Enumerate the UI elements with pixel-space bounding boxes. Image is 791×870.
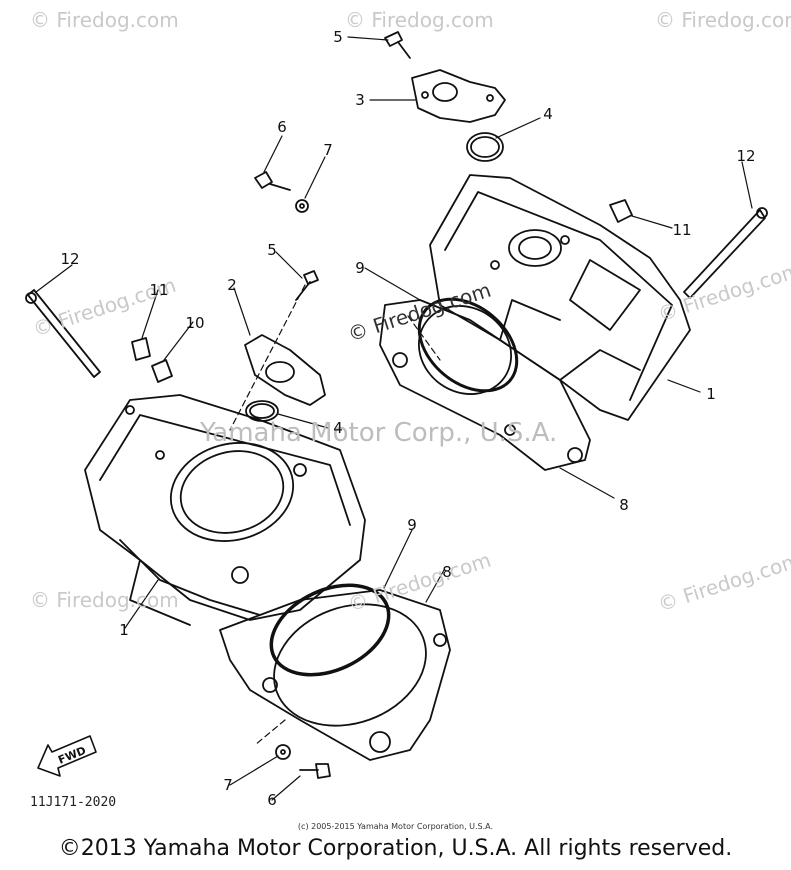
callout-5-lower: 5 bbox=[267, 241, 277, 259]
leader-lines bbox=[35, 36, 753, 801]
callout-6-upper: 6 bbox=[277, 118, 287, 136]
long-bolt-12-lower bbox=[25, 289, 101, 378]
bolt-6-upper bbox=[254, 171, 291, 191]
rear-cylinder-gasket bbox=[379, 299, 591, 471]
callout-9-lower: 9 bbox=[407, 516, 417, 534]
callout-1-lower: 1 bbox=[119, 621, 129, 639]
front-cylinder-block bbox=[84, 394, 366, 626]
callout-1-upper: 1 bbox=[706, 385, 716, 403]
watermark: © Firedog.com bbox=[655, 8, 791, 32]
front-o-ring bbox=[269, 583, 391, 677]
long-bolt-12-upper bbox=[683, 207, 768, 299]
washer-7-lower bbox=[275, 744, 291, 760]
callout-2-lower: 2 bbox=[227, 276, 237, 294]
o-ring-small-lower bbox=[245, 400, 279, 422]
center-watermark: Yamaha Motor Corp., U.S.A. bbox=[200, 418, 558, 448]
dowel-10-lower bbox=[151, 359, 173, 383]
callout-10-lower: 10 bbox=[185, 314, 205, 332]
part-code: 11J171-2020 bbox=[30, 795, 117, 810]
callout-7-upper: 7 bbox=[323, 141, 333, 159]
callout-4-lower: 4 bbox=[333, 419, 343, 437]
washer-7-upper bbox=[295, 199, 309, 213]
front-cylinder-gasket bbox=[219, 589, 451, 761]
callout-12-upper: 12 bbox=[736, 147, 756, 165]
callout-5-upper: 5 bbox=[333, 28, 343, 46]
callout-6-lower: 6 bbox=[267, 791, 277, 809]
bolt-6-lower bbox=[299, 763, 331, 779]
footer-copyright: ©2013 Yamaha Motor Corporation, U.S.A. A… bbox=[58, 836, 733, 861]
callout-4-upper: 4 bbox=[543, 105, 553, 123]
thermostat-housing-upper bbox=[411, 69, 506, 123]
o-ring-small-upper bbox=[466, 132, 504, 162]
thermostat-housing-lower bbox=[244, 334, 326, 406]
fwd-arrow-icon bbox=[37, 735, 97, 777]
bolt-5-upper bbox=[384, 31, 411, 59]
callout-3-upper: 3 bbox=[355, 91, 365, 109]
small-copyright: (c) 2005-2015 Yamaha Motor Corporation, … bbox=[297, 822, 494, 831]
watermark: © Firedog.com bbox=[30, 588, 179, 612]
dowel-11-lower bbox=[131, 337, 151, 361]
callout-11-lower: 11 bbox=[149, 281, 169, 299]
dowel-11-upper bbox=[609, 199, 633, 223]
callout-9-upper: 9 bbox=[355, 259, 365, 277]
callout-8-lower: 8 bbox=[442, 563, 452, 581]
callout-8-upper: 8 bbox=[619, 496, 629, 514]
callout-11-upper: 11 bbox=[672, 221, 692, 239]
rear-o-ring bbox=[417, 297, 519, 393]
callout-12-lower: 12 bbox=[60, 250, 80, 268]
watermark: © Firedog.com bbox=[30, 8, 179, 32]
callout-7-lower: 7 bbox=[223, 776, 233, 794]
watermark: © Firedog.com bbox=[345, 8, 494, 32]
